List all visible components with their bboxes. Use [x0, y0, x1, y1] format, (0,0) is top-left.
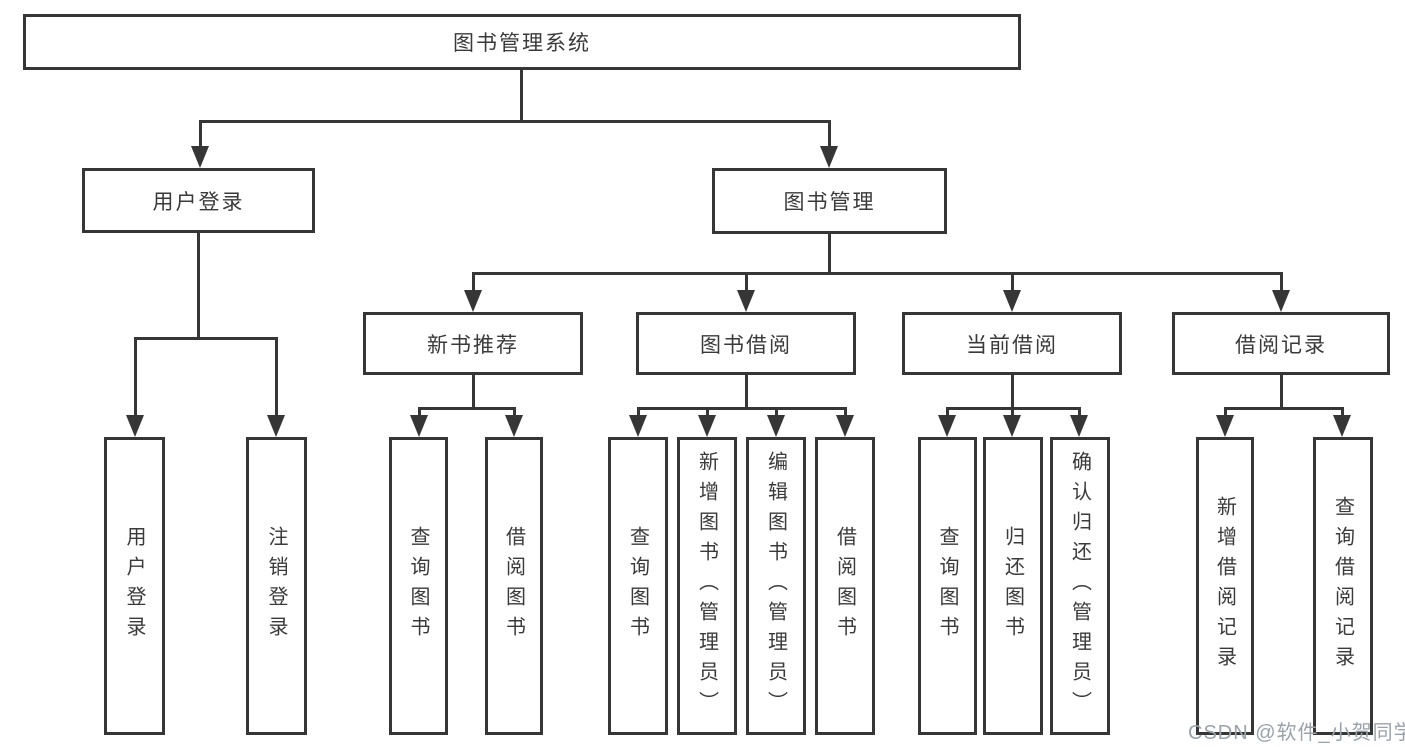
arrowhead-down-icon [629, 415, 647, 437]
arrowhead-down-icon [505, 415, 523, 437]
arrowhead-down-icon [938, 415, 956, 437]
leaf-records-query-record: 查询借阅记录 [1313, 437, 1373, 735]
connector-line [275, 337, 278, 418]
leaf-borrow-borrow-book: 借阅图书 [815, 437, 875, 735]
connector-line [637, 407, 640, 417]
arrowhead-down-icon [410, 415, 428, 437]
connector-line [1224, 407, 1227, 417]
connector-line [1224, 407, 1343, 410]
connector-line [1341, 407, 1344, 417]
connector-line [745, 375, 748, 409]
connector-line [134, 337, 137, 418]
connector-line [199, 120, 202, 150]
connector-line [1011, 375, 1014, 409]
node-book-management: 图书管理 [712, 168, 947, 234]
node-book-borrowing: 图书借阅 [636, 312, 856, 375]
arrowhead-down-icon [267, 415, 285, 437]
connector-line [637, 407, 846, 410]
leaf-current-confirm-return-admin: 确认归还（管理员） [1050, 437, 1110, 735]
arrowhead-down-icon [1003, 415, 1021, 437]
leaf-recommend-borrow-book: 借阅图书 [485, 437, 543, 735]
connector-line [520, 70, 523, 122]
arrowhead-down-icon [737, 290, 755, 312]
node-root: 图书管理系统 [23, 14, 1021, 70]
arrowhead-down-icon [1333, 415, 1351, 437]
connector-line [828, 234, 831, 274]
arrowhead-down-icon [1070, 415, 1088, 437]
connector-line [513, 407, 516, 417]
leaf-borrow-edit-book-admin: 编辑图书（管理员） [746, 437, 806, 735]
leaf-recommend-query-book: 查询图书 [389, 437, 448, 735]
connector-line [844, 407, 847, 417]
arrowhead-down-icon [1216, 415, 1234, 437]
connector-line [472, 272, 1282, 275]
connector-line [828, 120, 831, 150]
leaf-current-query-book: 查询图书 [918, 437, 977, 735]
arrowhead-down-icon [1003, 290, 1021, 312]
arrowhead-down-icon [1272, 290, 1290, 312]
connector-line [199, 120, 831, 123]
connector-line [745, 272, 748, 292]
connector-line [418, 407, 515, 410]
node-user-login: 用户登录 [82, 168, 315, 233]
arrowhead-down-icon [820, 146, 838, 168]
leaf-borrow-query-book: 查询图书 [608, 437, 668, 735]
leaf-records-add-record: 新增借阅记录 [1196, 437, 1254, 735]
leaf-borrow-add-book-admin: 新增图书（管理员） [677, 437, 737, 735]
connector-line [1011, 407, 1014, 417]
connector-line [472, 375, 475, 409]
connector-line [472, 272, 475, 292]
arrowhead-down-icon [698, 415, 716, 437]
connector-line [946, 407, 949, 417]
connector-line [1280, 375, 1283, 409]
arrowhead-down-icon [767, 415, 785, 437]
arrowhead-down-icon [126, 415, 144, 437]
node-current-borrowing: 当前借阅 [902, 312, 1122, 375]
arrowhead-down-icon [464, 290, 482, 312]
leaf-user-login: 用户登录 [104, 437, 165, 735]
connector-line [1011, 272, 1014, 292]
connector-line [1078, 407, 1081, 417]
connector-line [775, 407, 778, 417]
leaf-logout: 注销登录 [246, 437, 307, 735]
connector-line [706, 407, 709, 417]
node-new-book-recommendation: 新书推荐 [363, 312, 583, 375]
connector-line [197, 233, 200, 339]
arrowhead-down-icon [191, 146, 209, 168]
watermark: CSDN @软件_小贺同学 [1188, 722, 1405, 744]
connector-line [134, 337, 278, 340]
connector-line [418, 407, 421, 417]
arrowhead-down-icon [836, 415, 854, 437]
node-borrowing-records: 借阅记录 [1172, 312, 1390, 375]
connector-line [1280, 272, 1283, 292]
leaf-current-return-book: 归还图书 [983, 437, 1043, 735]
